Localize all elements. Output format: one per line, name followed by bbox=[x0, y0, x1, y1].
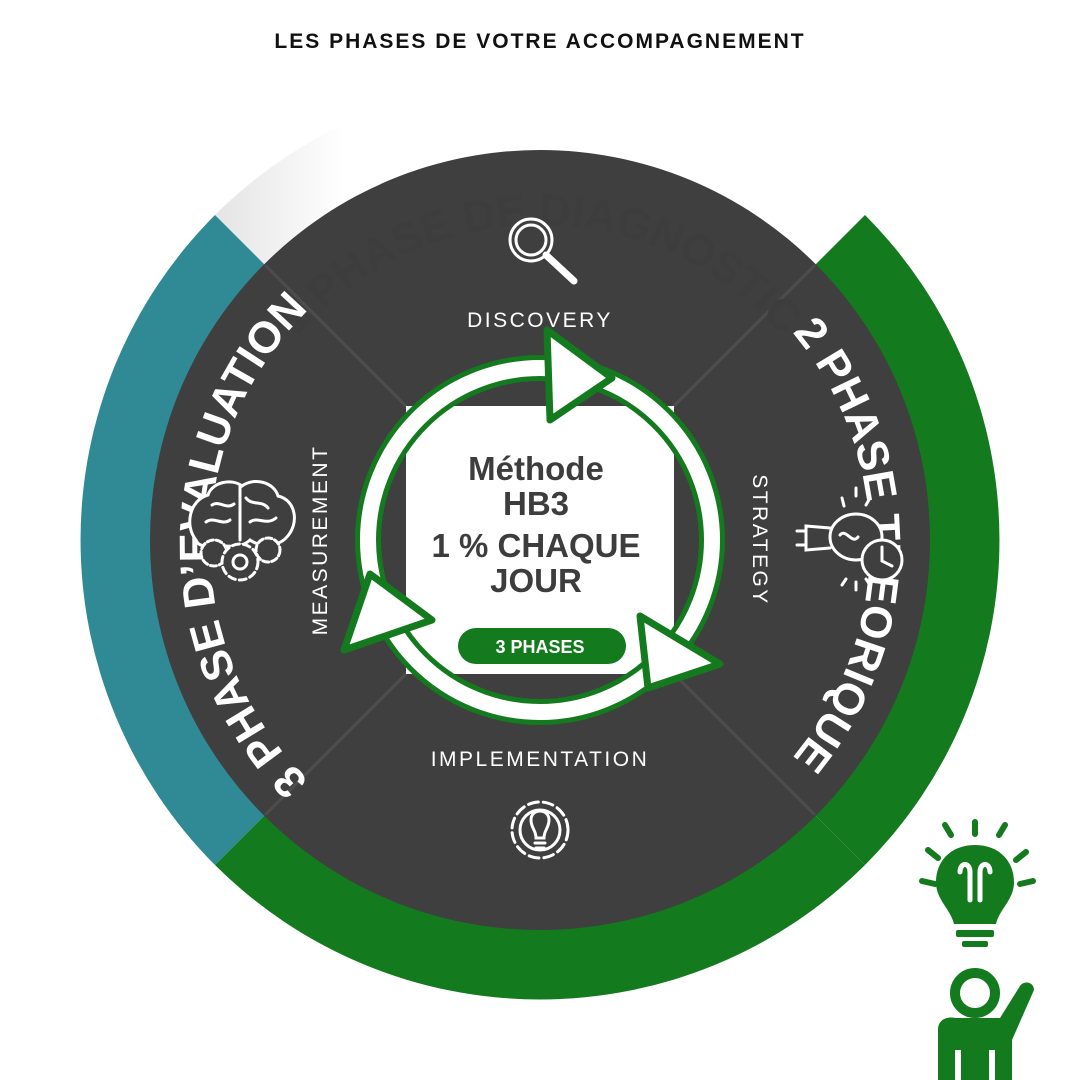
ring-segment-theorique bbox=[815, 215, 1000, 865]
arrow-head-top bbox=[543, 326, 616, 424]
phases-badge bbox=[458, 628, 626, 664]
center-title-line2: HB3 bbox=[503, 485, 569, 522]
ring-segment-evaluation bbox=[80, 215, 265, 865]
arrow-head-right bbox=[636, 612, 724, 692]
ring-segment-bottom bbox=[215, 815, 865, 1000]
phases-badge-label: 3 PHASES bbox=[495, 637, 584, 657]
arrow-head-left bbox=[340, 570, 436, 654]
cycle-arrows bbox=[340, 326, 725, 725]
quadrant-label-strategy: STRATEGY bbox=[748, 474, 771, 606]
quadrant-label-discovery: DISCOVERY bbox=[467, 309, 613, 332]
page-title: LES PHASES DE VOTRE ACCOMPAGNEMENT bbox=[274, 30, 806, 53]
center-title-line3: 1 % CHAQUE bbox=[431, 527, 640, 564]
person-lightbulb-icon bbox=[919, 819, 1036, 1080]
quadrant-label-measurement: MEASUREMENT bbox=[309, 445, 332, 636]
ring-segment-diagnostic bbox=[215, 80, 865, 265]
lightbulb-clock-icon bbox=[795, 486, 904, 592]
center-title-line1: Méthode bbox=[468, 450, 604, 487]
quadrant-label-implementation: IMPLEMENTATION bbox=[431, 748, 650, 771]
center-title-line4: JOUR bbox=[490, 562, 582, 599]
magnifier-icon bbox=[508, 217, 578, 285]
brain-gears-icon bbox=[188, 480, 296, 582]
lightbulb-gear-icon bbox=[510, 800, 570, 860]
